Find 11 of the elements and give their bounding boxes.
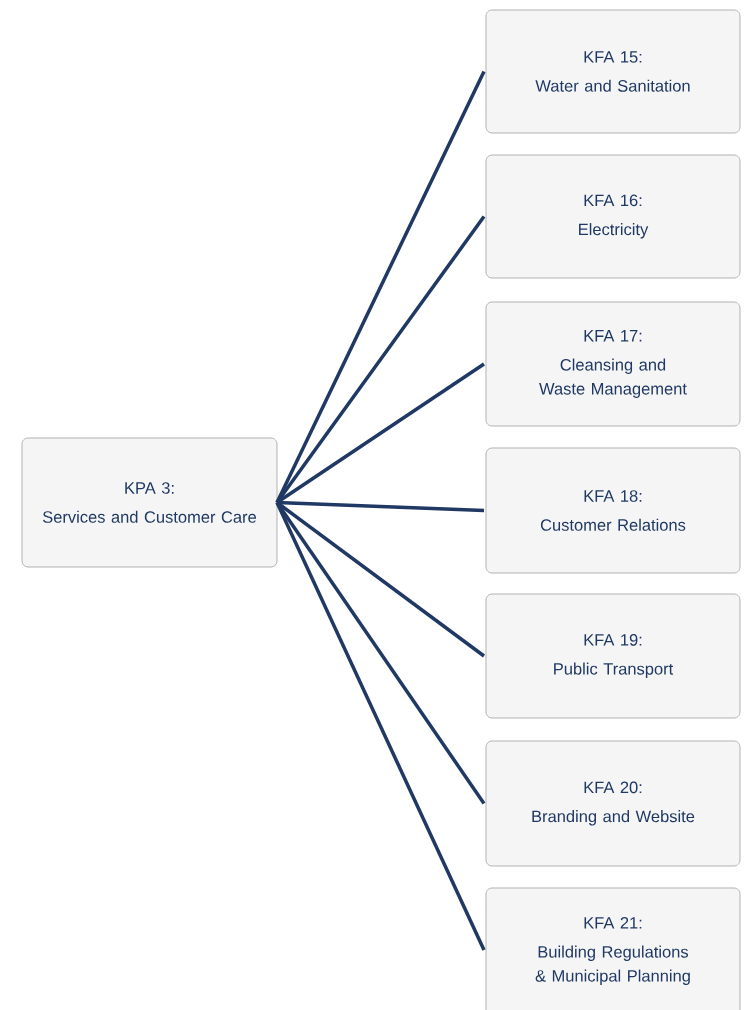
connector-line (275, 215, 486, 504)
process-box: KFA 19: Public Transport (485, 593, 741, 719)
process-box: KFA 15: Water and Sanitation (485, 9, 741, 134)
process-box: KFA 16: Electricity (485, 154, 741, 279)
connector-line (275, 501, 486, 658)
connector-line (275, 501, 486, 951)
process-box: KFA 18: Customer Relations (485, 447, 741, 574)
process-box: KFA 17: Cleansing and Waste Management (485, 301, 741, 427)
process-box: KFA 21: Building Regulations & Municipal Planning (485, 887, 741, 1010)
process-box: KPA 3: Services and Customer Care (21, 437, 278, 568)
process-box: KFA 20: Branding and Website (485, 740, 741, 867)
